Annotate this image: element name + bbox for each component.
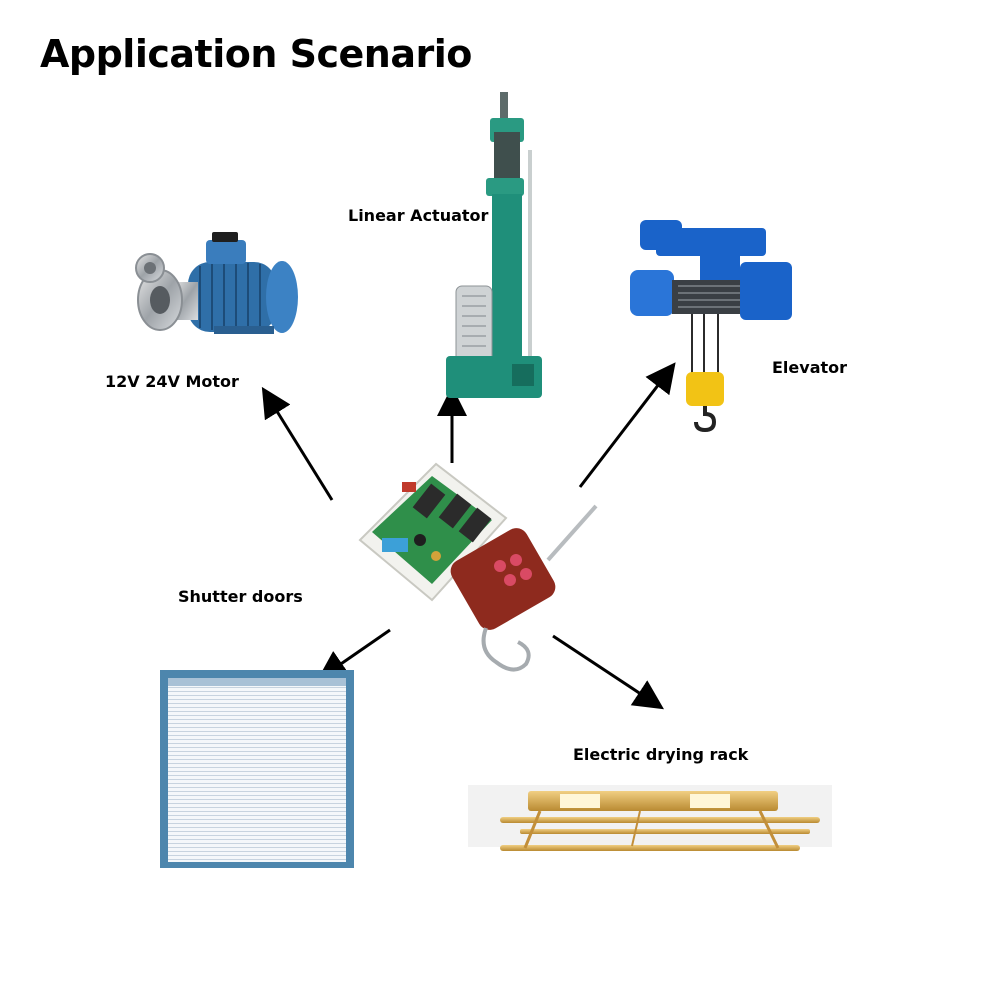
arrow-to-rack <box>552 634 665 710</box>
arrow-to-elevator <box>578 362 676 488</box>
elevator-hoist-image <box>630 220 792 433</box>
page-title: Application Scenario <box>40 32 472 76</box>
receiver-board-image <box>358 462 508 602</box>
arrow-to-motor <box>261 386 334 501</box>
label-motor: 12V 24V Motor <box>105 372 239 391</box>
remote-control-image <box>450 504 598 672</box>
label-linear-actuator: Linear Actuator <box>348 206 489 225</box>
label-electric-drying-rack: Electric drying rack <box>573 745 749 764</box>
drying-rack-image <box>468 785 832 851</box>
arrow-to-shutter <box>317 628 391 681</box>
label-elevator: Elevator <box>772 358 848 377</box>
motor-pump-image <box>135 232 298 334</box>
label-shutter-doors: Shutter doors <box>178 587 303 606</box>
shutter-door-image <box>160 670 354 868</box>
linear-actuator-image <box>446 92 542 398</box>
